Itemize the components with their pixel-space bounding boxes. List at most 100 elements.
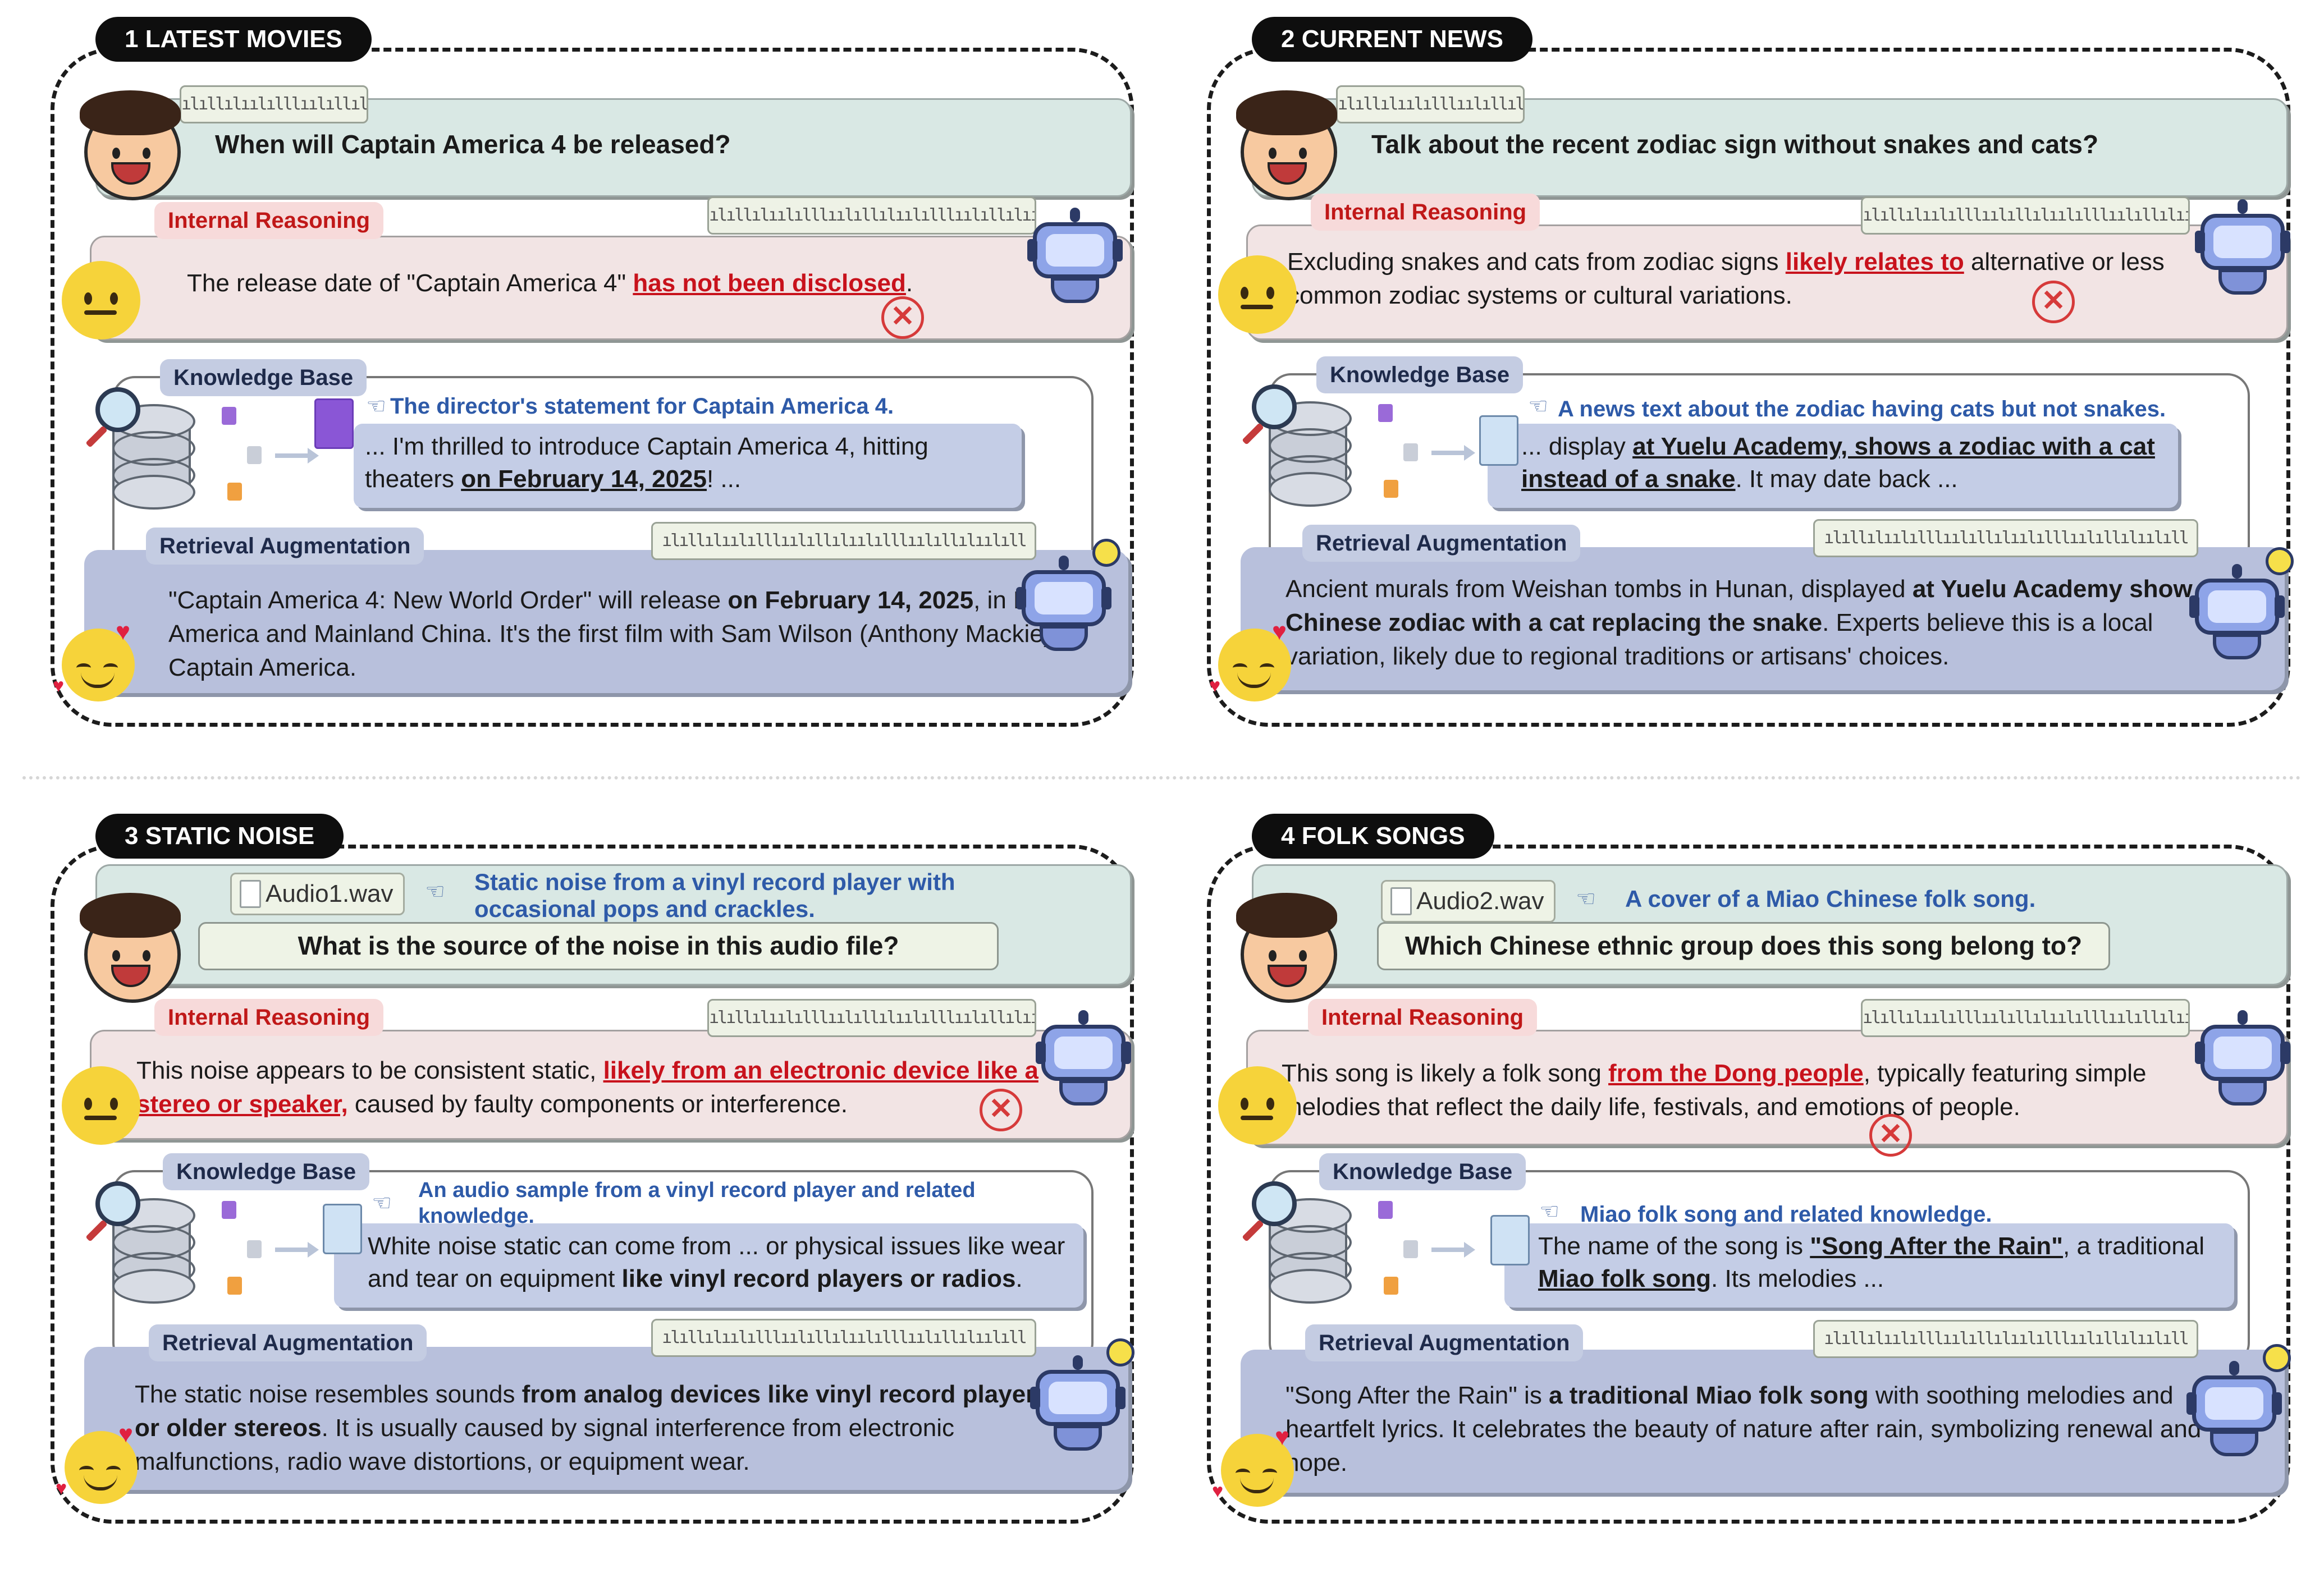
retrieval-augmentation-band: The static noise resembles sounds from a… <box>84 1347 1128 1490</box>
internal-reasoning-band: This song is likely a folk song from the… <box>1246 1030 2288 1145</box>
neutral-face-icon <box>62 1066 140 1145</box>
panel-title: 3 STATIC NOISE <box>95 814 344 859</box>
audio-note: A cover of a Miao Chinese folk song. <box>1625 886 2215 912</box>
panel-folk-songs: 4 FOLK SONGS Which Chinese ethnic group … <box>1207 831 2313 1538</box>
retrieval-augmentation-label: Retrieval Augmentation <box>1305 1324 1583 1361</box>
internal-reasoning-band: Excluding snakes and cats from zodiac si… <box>1246 224 2288 340</box>
document-icon <box>247 1240 262 1258</box>
smiling-heart-face-icon: ♥♥ <box>65 1431 138 1504</box>
audio-waveform: ılıllılıılılllıılıllılıılılllıılıllılııl… <box>651 1319 1036 1357</box>
retrieval-augmentation-band: "Song After the Rain" is a traditional M… <box>1241 1350 2285 1493</box>
section-divider <box>22 776 2302 779</box>
flow-arrow <box>1431 1248 1465 1252</box>
robot-icon <box>1016 556 1111 651</box>
internal-reasoning-label: Internal Reasoning <box>1311 194 1540 231</box>
magnifier-icon <box>1252 1181 1297 1226</box>
robot-icon <box>2195 1010 2290 1106</box>
internal-reasoning-text: The release date of "Captain America 4" … <box>187 267 1085 300</box>
retrieval-text: "Song After the Rain" is a traditional M… <box>1285 1379 2217 1480</box>
robot-icon <box>2186 1361 2282 1456</box>
retrieval-text: The static noise resembles sounds from a… <box>135 1378 1055 1479</box>
audio-file-icon <box>1378 404 1393 422</box>
knowledge-note: A news text about the zodiac having cats… <box>1558 396 2203 423</box>
knowledge-card: ... display at Yuelu Academy, shows a zo… <box>1488 424 2178 508</box>
knowledge-base-label: Knowledge Base <box>1316 356 1523 393</box>
question-box: What is the source of the noise in this … <box>198 922 999 970</box>
pointing-hand-icon: ☜ <box>415 878 455 905</box>
pointing-hand-icon: ☜ <box>1566 886 1605 912</box>
audio-file-chip[interactable]: Audio2.wav <box>1381 880 1556 923</box>
document-icon <box>247 446 262 464</box>
image-file-icon <box>227 483 242 501</box>
question-text: What is the source of the noise in this … <box>200 930 997 961</box>
audio-waveform: ılıllılıılılllıılıllılıılılllıılıllılııl… <box>1813 519 2198 557</box>
document-icon <box>1403 443 1418 461</box>
retrieval-text: "Captain America 4: New World Order" wil… <box>168 584 1089 685</box>
magnifier-icon <box>95 387 140 432</box>
document-icon <box>1403 1240 1418 1258</box>
x-mark-icon: ✕ <box>2032 281 2075 323</box>
smiling-heart-face-icon: ♥♥ <box>62 629 135 701</box>
retrieval-text: Ancient murals from Weishan tombs in Hun… <box>1285 572 2234 673</box>
internal-reasoning-text: Excluding snakes and cats from zodiac si… <box>1287 245 2236 313</box>
internal-reasoning-label: Internal Reasoning <box>154 202 383 239</box>
audio-file-chip[interactable]: Audio1.wav <box>230 873 405 915</box>
document-icon <box>1479 415 1518 466</box>
magnifier-icon <box>1252 384 1297 429</box>
audio-file-icon <box>240 880 261 908</box>
robot-icon <box>1030 1355 1126 1451</box>
pointing-hand-icon: ☜ <box>362 1190 401 1217</box>
neutral-face-icon <box>1218 255 1297 334</box>
audio-file-icon <box>323 1204 362 1254</box>
knowledge-note: The director's statement for Captain Ame… <box>390 393 1064 420</box>
audio-waveform: ılıllılıılılllıılıllılıılılllıılıllılııl… <box>707 196 1036 235</box>
audio-waveform: ılıllılıılılllıılıllılıılılllıılıllılııl… <box>1813 1320 2198 1358</box>
audio-waveform: ılıllılıılılllıılıllılıılılllıılıllılııl… <box>1336 85 1525 123</box>
robot-icon <box>2195 199 2290 295</box>
audio-file-name: Audio1.wav <box>266 880 393 907</box>
audio-file-icon <box>314 398 354 449</box>
image-file-icon <box>227 1277 242 1295</box>
retrieval-augmentation-label: Retrieval Augmentation <box>146 528 424 565</box>
panel-static-noise: 3 STATIC NOISE What is the source of the… <box>51 831 1156 1538</box>
knowledge-card: The name of the song is "Song After the … <box>1504 1223 2234 1308</box>
pointing-hand-icon: ☜ <box>1530 1198 1569 1225</box>
flow-arrow <box>275 1248 309 1252</box>
audio-file-icon <box>1390 887 1412 915</box>
robot-icon <box>2189 564 2285 659</box>
robot-icon <box>1036 1010 1131 1106</box>
knowledge-text: The name of the song is "Song After the … <box>1538 1230 2223 1295</box>
knowledge-base-label: Knowledge Base <box>1319 1153 1526 1190</box>
knowledge-base-label: Knowledge Base <box>163 1153 369 1190</box>
boy-avatar-icon <box>1241 906 1337 1003</box>
audio-file-name: Audio2.wav <box>1416 887 1544 915</box>
panel-title: 1 LATEST MOVIES <box>95 17 372 62</box>
knowledge-note: Miao folk song and related knowledge. <box>1580 1201 2198 1228</box>
x-mark-icon: ✕ <box>881 296 924 339</box>
audio-file-icon <box>1490 1215 1530 1265</box>
wrong-claim: likely relates to <box>1786 248 1964 276</box>
pointing-hand-icon: ☜ <box>1518 393 1558 420</box>
audio-file-icon <box>222 407 236 425</box>
internal-reasoning-band: This noise appears to be consistent stat… <box>90 1030 1132 1140</box>
audio-waveform: ılıllılıılılllıılıllılıılılllıılıllılııl… <box>1861 999 2190 1037</box>
knowledge-card: ... I'm thrilled to introduce Captain Am… <box>354 424 1022 508</box>
internal-reasoning-label: Internal Reasoning <box>154 999 383 1036</box>
knowledge-base-label: Knowledge Base <box>160 359 367 396</box>
flow-arrow <box>275 453 309 458</box>
knowledge-text: ... I'm thrilled to introduce Captain Am… <box>365 430 1010 496</box>
boy-avatar-icon <box>84 906 181 1003</box>
smiling-heart-face-icon: ♥♥ <box>1221 1434 1294 1507</box>
flow-arrow <box>1431 451 1465 455</box>
neutral-face-icon <box>62 261 140 340</box>
question-text: Talk about the recent zodiac sign withou… <box>1371 129 2098 159</box>
internal-reasoning-text: This noise appears to be consistent stat… <box>136 1054 1040 1121</box>
retrieval-augmentation-label: Retrieval Augmentation <box>1302 525 1580 562</box>
wrong-claim: from the Dong people <box>1608 1060 1864 1087</box>
knowledge-text: ... display at Yuelu Academy, shows a zo… <box>1521 430 2167 496</box>
image-file-icon <box>1384 480 1398 498</box>
boy-avatar-icon <box>84 104 181 200</box>
internal-reasoning-label: Internal Reasoning <box>1308 999 1537 1036</box>
internal-reasoning-text: This song is likely a folk song from the… <box>1282 1057 2197 1124</box>
retrieval-augmentation-band: "Captain America 4: New World Order" wil… <box>84 550 1128 693</box>
